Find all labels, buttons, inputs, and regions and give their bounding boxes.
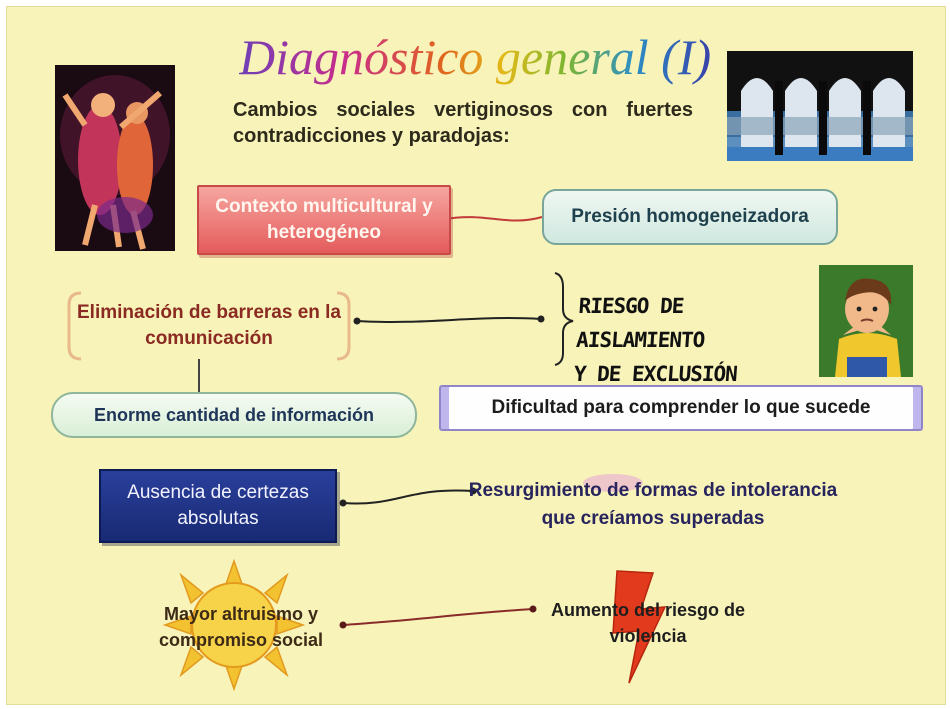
line-eliminacion-riesgo — [356, 317, 542, 323]
node-ausencia-certezas: Ausencia de certezas absolutas — [99, 469, 337, 543]
riesgo-line-1: RIESGO DE AISLAMIENTO — [575, 294, 706, 352]
connector-lines — [198, 216, 643, 629]
dot-eliminacion — [353, 317, 361, 325]
line-ausencia-resurgimiento — [342, 489, 474, 505]
node-dificultad-comprender: Dificultad para comprender lo que sucede — [439, 385, 923, 431]
line-mayor-aumento — [342, 608, 534, 626]
slide-subtitle: Cambios sociales vertiginosos con fuerte… — [233, 99, 693, 147]
line-contexto-presion — [444, 216, 543, 222]
dot-aumento — [529, 605, 537, 613]
node-presion-homogeneizadora: Presión homogeneizadora — [542, 189, 838, 245]
dot-ausencia — [339, 499, 347, 507]
node-aumento-riesgo-violencia: Aumento del riesgo de violencia — [550, 600, 746, 646]
lightning-icon — [612, 570, 667, 684]
node-contexto-multicultural: Contexto multicultural y heterogéneo — [197, 185, 451, 255]
sun-icon — [162, 559, 306, 691]
node-resurgimiento-intolerancia: Resurgimiento de formas de intolerancia … — [468, 480, 838, 529]
thinking-boy-illustration — [819, 265, 913, 377]
dot-resurgimiento — [469, 487, 477, 495]
node-eliminacion-barreras: Eliminación de barreras en la comunicaci… — [77, 302, 341, 349]
dot-mayor — [339, 621, 347, 629]
node-mayor-altruismo: Mayor altruismo y compromiso social — [158, 604, 324, 650]
dancers-photo — [55, 65, 175, 251]
eliminacion-brackets — [67, 291, 351, 361]
node-enorme-cantidad-informacion: Enorme cantidad de información — [51, 392, 417, 438]
arches-photo — [727, 51, 913, 161]
highlight-blob — [583, 474, 643, 492]
slide-title: Diagnóstico general (I) — [239, 29, 719, 85]
riesgo-brace — [554, 272, 574, 366]
dot-riesgo — [537, 315, 545, 323]
slide: Diagnóstico general (I) Cambios sociales… — [6, 6, 946, 705]
